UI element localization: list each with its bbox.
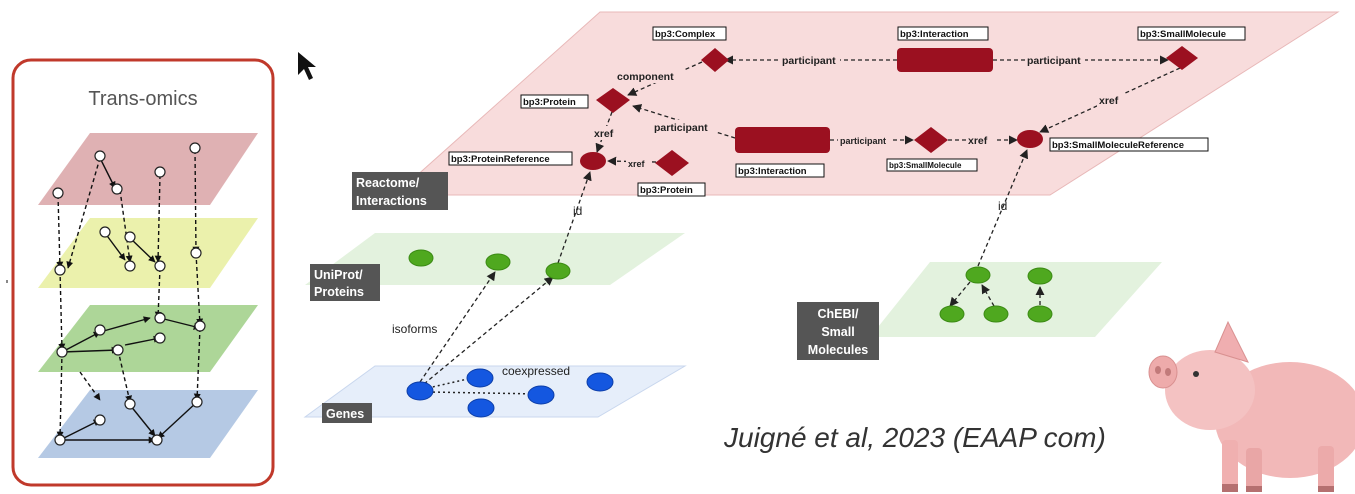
edge-label-xref-4: xref — [628, 159, 646, 169]
reactome-label-line-1: Reactome/ — [356, 176, 420, 190]
edge-label-component: component — [617, 71, 674, 83]
small-molecule-mid-node — [914, 127, 948, 153]
genes-label: Genes — [322, 403, 372, 423]
trans-omics-panel: Trans-omics — [11, 58, 275, 487]
edge-label-id-1: id — [573, 204, 582, 218]
citation-text: Juigné et al, 2023 (EAAP com) — [723, 422, 1106, 453]
reactome-nodes — [580, 46, 1198, 176]
tag-protein-reference: bp3:ProteinReference — [451, 154, 550, 165]
left-edge-mark — [6, 280, 8, 283]
tag-protein-left: bp3:Protein — [523, 97, 576, 108]
omics-layer-4 — [38, 390, 258, 458]
edge-label-xref-1: xref — [594, 128, 614, 140]
reactome-edge-labels: participant participant component partic… — [592, 53, 1123, 169]
tag-protein-bottom: bp3:Protein — [640, 185, 693, 196]
pig-illustration — [1148, 320, 1355, 492]
gene-nodes — [406, 368, 614, 418]
edge-label-coexpressed: coexpressed — [502, 364, 570, 378]
uniprot-label-line-2: Proteins — [314, 285, 364, 299]
protein-left-node — [596, 88, 630, 113]
cross-layer-edges — [419, 149, 1045, 395]
omics-layer-2 — [38, 218, 258, 288]
protein-bottom-node — [655, 150, 689, 176]
edge-label-participant-1: participant — [782, 55, 836, 67]
tag-small-molecule-reference: bp3:SmallMoleculeReference — [1052, 140, 1184, 151]
omics-network — [56, 149, 204, 444]
chebi-label: ChEBI/ Small Molecules — [797, 302, 879, 360]
uniprot-label: UniProt/ Proteins — [310, 264, 380, 301]
uniprot-label-line-1: UniProt/ — [314, 268, 363, 282]
reactome-label-line-2: Interactions — [356, 194, 427, 208]
complex-node — [701, 48, 729, 72]
edge-label-participant-2: participant — [1027, 55, 1081, 67]
tag-complex: bp3:Complex — [655, 29, 716, 40]
edge-label-participant-3: participant — [654, 122, 708, 134]
trans-omics-title: Trans-omics — [88, 88, 197, 110]
edge-label-xref-3: xref — [1099, 95, 1119, 107]
omics-layer-1 — [38, 133, 258, 205]
tag-interaction-mid: bp3:Interaction — [738, 166, 807, 177]
chebi-label-line-1: ChEBI/ — [818, 307, 860, 321]
reactome-label: Reactome/ Interactions — [352, 172, 448, 210]
chebi-label-line-3: Molecules — [808, 343, 868, 357]
edge-label-id-2: id — [998, 199, 1007, 213]
interaction-top-node — [897, 48, 993, 72]
tag-small-molecule-top: bp3:SmallMolecule — [1140, 29, 1226, 40]
tag-small-molecule-mid: bp3:SmallMolecule — [889, 161, 962, 170]
edge-label-isoforms: isoforms — [392, 322, 437, 336]
mouse-cursor-icon — [298, 52, 316, 80]
protein-reference-node — [580, 152, 606, 170]
tag-interaction-top: bp3:Interaction — [900, 29, 969, 40]
chebi-plane — [870, 262, 1162, 337]
chebi-label-line-2: Small — [821, 325, 854, 339]
node-tags: bp3:Complex bp3:Interaction bp3:SmallMol… — [448, 26, 1246, 197]
edge-label-xref-2: xref — [968, 135, 988, 147]
omics-nodes — [52, 142, 206, 446]
small-molecule-reference-node — [1017, 130, 1043, 148]
small-molecule-nodes — [939, 266, 1053, 323]
small-molecule-top-node — [1166, 46, 1198, 70]
edge-label-participant-4: participant — [840, 136, 886, 146]
protein-nodes — [408, 249, 571, 280]
genes-label-text: Genes — [326, 407, 364, 421]
interaction-mid-node — [735, 127, 830, 153]
